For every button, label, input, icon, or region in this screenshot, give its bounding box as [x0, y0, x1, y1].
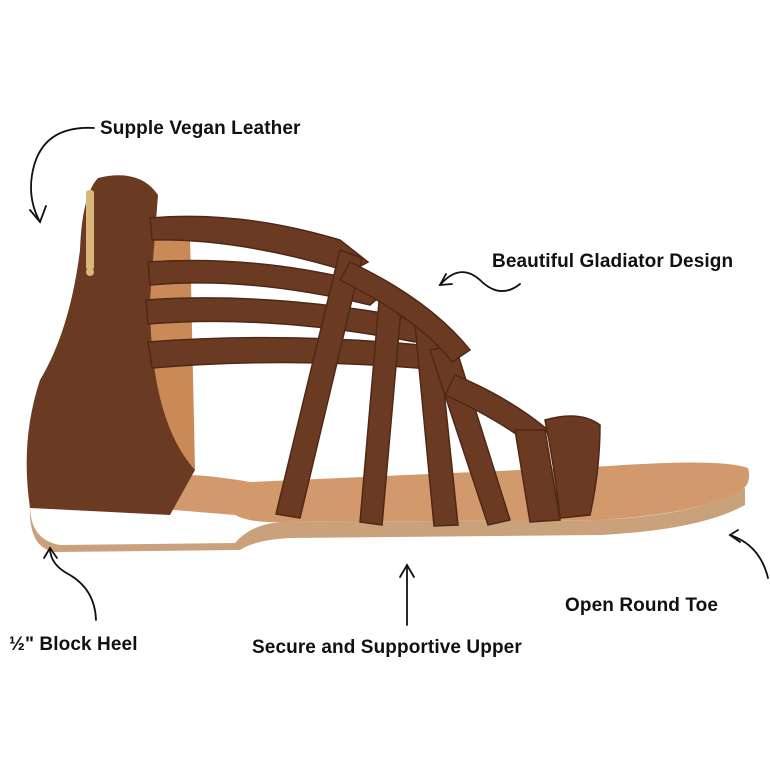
heel-counter	[26, 175, 195, 515]
label-open-round-toe: Open Round Toe	[565, 595, 719, 616]
strap-3	[145, 297, 432, 343]
arrow-gladiator-head	[438, 273, 453, 287]
arrow-toe-head	[728, 529, 741, 543]
label-secure-supportive-upper: Secure and Supportive Upper	[252, 637, 522, 658]
arrow-vegan-head	[29, 205, 47, 224]
label-beautiful-gladiator-design: Beautiful Gladiator Design	[492, 251, 734, 272]
label-block-heel: ½" Block Heel	[9, 634, 138, 655]
arrow-upper-head	[399, 563, 415, 578]
toe-strap-2	[514, 429, 561, 523]
zipper	[86, 190, 94, 270]
arrow-heel-head	[43, 546, 58, 559]
diag-strap-5	[338, 261, 472, 364]
toe-strap	[544, 415, 601, 519]
diag-strap-1	[275, 249, 363, 519]
outsole	[29, 488, 746, 552]
arrow-toe	[729, 534, 769, 579]
label-supple-vegan-leather: Supple Vegan Leather	[100, 118, 301, 139]
arrow-vegan	[30, 127, 95, 223]
arrow-gladiator	[439, 271, 521, 292]
arrow-heel	[49, 547, 97, 621]
